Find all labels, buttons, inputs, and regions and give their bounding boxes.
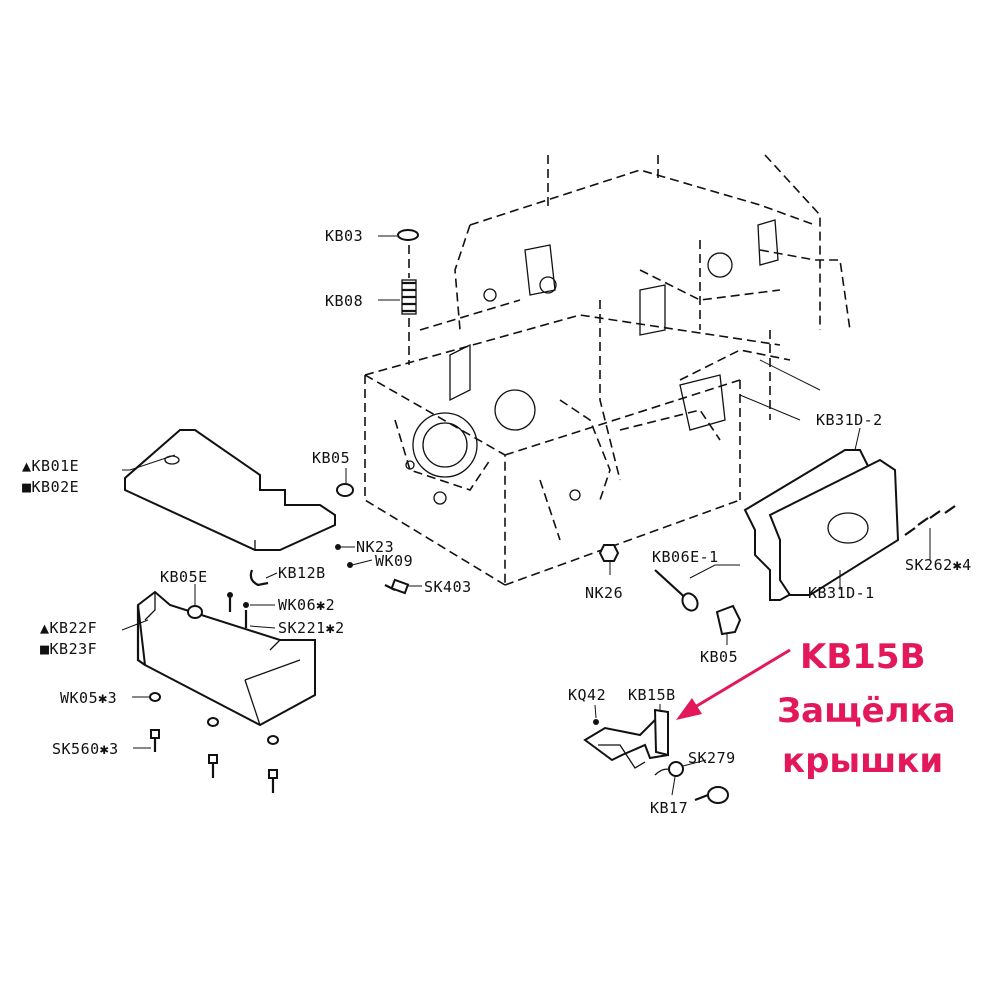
kb22f-cover xyxy=(136,590,316,727)
label-kb03: KB03 xyxy=(325,227,363,245)
label-sk262: SK262✱4 xyxy=(905,556,972,574)
annotation-line2: крышки xyxy=(782,741,943,781)
label-sk560: SK560✱3 xyxy=(52,740,119,758)
label-sk221: SK221✱2 xyxy=(278,619,345,637)
label-kb31d-1: KB31D-1 xyxy=(808,584,875,602)
label-wk05: WK05✱3 xyxy=(60,689,117,707)
annotation-code: KB15B xyxy=(800,637,926,677)
cover-screws xyxy=(149,692,279,793)
kb15b-latch-assembly xyxy=(583,708,729,804)
kb05-knob-top xyxy=(336,483,354,497)
label-wk06: WK06✱2 xyxy=(278,596,335,614)
kb06e-pivot-parts xyxy=(598,544,742,636)
label-nk26: NK26 xyxy=(585,584,623,602)
label-sk279: SK279 xyxy=(688,749,736,767)
kb01e-plate xyxy=(124,429,336,551)
label-kb02e: ■KB02E xyxy=(22,478,79,496)
annotation-arrow xyxy=(676,648,791,720)
label-sk403: SK403 xyxy=(424,578,472,596)
label-kb05-top: KB05 xyxy=(312,449,350,467)
machine-body-outline xyxy=(364,154,851,586)
label-nk23: NK23 xyxy=(356,538,394,556)
machine-body-details xyxy=(405,219,779,505)
label-wk09: WK09 xyxy=(375,552,413,570)
annotation-text: KB15B Защёлка крышки xyxy=(777,637,956,781)
kb31d-plates xyxy=(739,359,900,601)
label-kb06e: KB06E-1 xyxy=(652,548,719,566)
label-kb08: KB08 xyxy=(325,292,363,310)
label-kb15b: KB15B xyxy=(628,686,676,704)
label-kb22f: ▲KB22F xyxy=(40,619,97,637)
kb03-kb08-parts xyxy=(397,229,419,365)
label-kb05e: KB05E xyxy=(160,568,208,586)
label-kq42: KQ42 xyxy=(568,686,606,704)
label-kb17: KB17 xyxy=(650,799,688,817)
label-kb01e: ▲KB01E xyxy=(22,457,79,475)
small-fasteners xyxy=(227,544,410,628)
label-kb05-mid: KB05 xyxy=(700,648,738,666)
label-kb23f: ■KB23F xyxy=(40,640,97,658)
annotation-line1: Защёлка xyxy=(777,691,956,731)
label-kb31d-2: KB31D-2 xyxy=(816,411,883,429)
leader-lines xyxy=(121,235,931,796)
label-kb12b: KB12B xyxy=(278,564,326,582)
part-labels: KB03 KB08 KB05 ▲KB01E ■KB02E NK23 WK09 S… xyxy=(22,227,972,817)
sk262-screws xyxy=(904,505,956,536)
